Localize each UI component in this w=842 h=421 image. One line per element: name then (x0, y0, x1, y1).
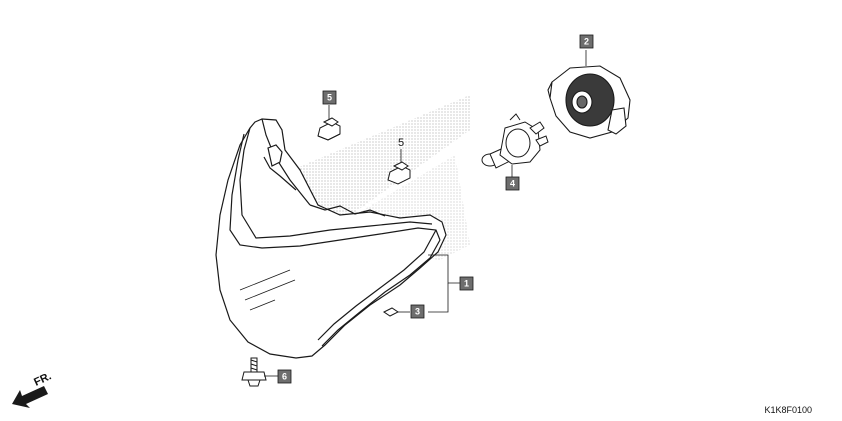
diagram-code: K1K8F0100 (764, 405, 812, 415)
front-arrow-icon (12, 386, 48, 408)
callout-2: 2 (579, 34, 594, 49)
svg-text:5: 5 (327, 93, 332, 103)
bolt-part-6[interactable] (241, 357, 267, 387)
svg-text:6: 6 (282, 372, 287, 382)
adjuster-part-3[interactable] (383, 307, 399, 317)
callout-3: 3 (410, 304, 425, 319)
clip-part-5b[interactable] (387, 161, 411, 185)
svg-text:1: 1 (464, 279, 469, 289)
leader-lines (264, 50, 587, 377)
front-label: FR. (32, 370, 53, 388)
socket-cover-part-2[interactable] (547, 65, 631, 139)
svg-text:3: 3 (415, 307, 420, 317)
bulb-part-4[interactable] (481, 113, 549, 169)
svg-text:4: 4 (510, 179, 515, 189)
callout-1: 1 (459, 276, 474, 291)
headlight-lens[interactable] (215, 118, 447, 359)
callout-4: 4 (505, 176, 520, 191)
callout-5a: 5 (322, 90, 337, 105)
callout-6: 6 (277, 369, 292, 384)
svg-text:5: 5 (398, 137, 404, 149)
clip-part-5a[interactable] (317, 117, 341, 141)
callout-5b: 5 (398, 137, 404, 149)
svg-text:2: 2 (584, 37, 589, 47)
